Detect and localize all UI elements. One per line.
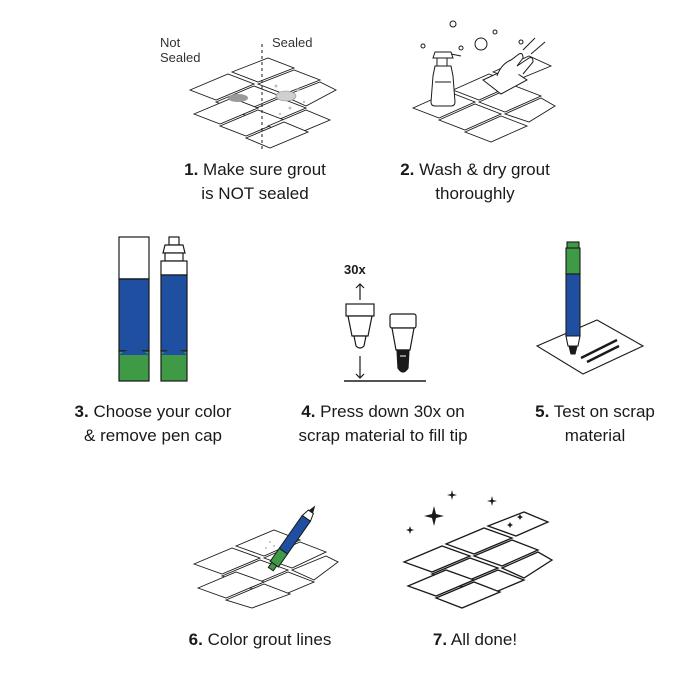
step-4-line1: Press down 30x on [320, 402, 465, 421]
sealed-label: Sealed [272, 35, 313, 50]
step-2-caption: 2. Wash & dry grout thoroughly [365, 158, 585, 206]
pen-coloring-tiles-icon [192, 505, 339, 609]
step-1-line2: is NOT sealed [201, 184, 309, 203]
step-1-caption: 1. Make sure grout is NOT sealed [145, 158, 365, 206]
step-6-line1: Color grout lines [207, 630, 332, 649]
sparkling-tiles-icon [402, 490, 554, 609]
tile-compare-icon [188, 44, 337, 152]
step-7-line1: All done! [450, 630, 518, 649]
not-sealed-label: Not Sealed [160, 35, 201, 65]
pen-tip-press-icon [344, 283, 426, 382]
step-5-line2: material [564, 426, 626, 445]
step-3-line2: & remove pen cap [84, 426, 222, 445]
step-2-line1: Wash & dry grout [419, 160, 550, 179]
press-count-label: 30x [344, 262, 366, 277]
step-5-caption: 5. Test on scrap material [505, 400, 685, 448]
step-4-caption: 4. Press down 30x on scrap material to f… [268, 400, 498, 448]
marker-pens-icon [118, 236, 188, 382]
step-5-number: 5. [535, 402, 550, 421]
absorbed-stain [228, 94, 248, 102]
sparkle-icon [406, 490, 523, 534]
step-1-number: 1. [184, 160, 199, 179]
step-4-line2: scrap material to fill tip [298, 426, 468, 445]
step-2-number: 2. [400, 160, 415, 179]
step-5-line1: Test on scrap [553, 402, 655, 421]
step-7-number: 7. [432, 630, 448, 649]
step-3-line1: Choose your color [93, 402, 232, 421]
step-6-number: 6. [188, 630, 203, 649]
step-2-line2: thoroughly [435, 184, 515, 203]
pen-test-icon [535, 241, 645, 375]
step-6-caption: 6. Color grout lines [160, 628, 360, 652]
step-7-caption: 7. All done! [380, 628, 570, 652]
step-1-line1: Make sure grout [203, 160, 326, 179]
spray-wipe-icon [411, 20, 556, 143]
step-4-number: 4. [301, 402, 316, 421]
step-3-caption: 3. Choose your color & remove pen cap [48, 400, 258, 448]
step-3-number: 3. [74, 402, 89, 421]
